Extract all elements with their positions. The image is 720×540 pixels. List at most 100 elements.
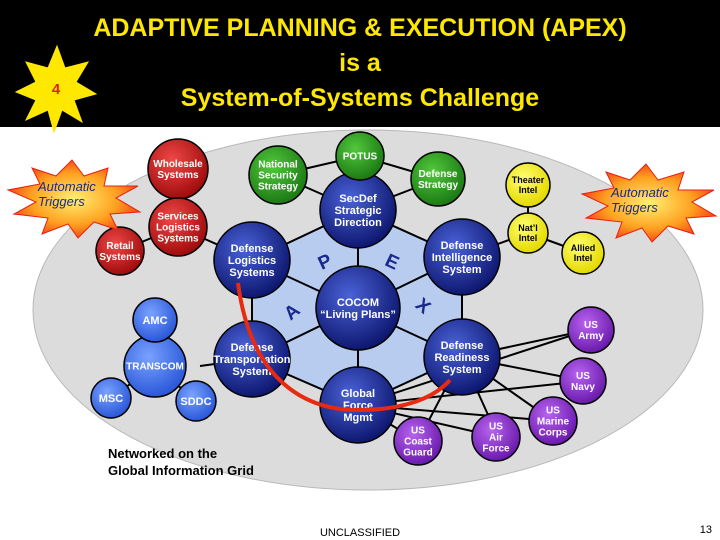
slide-title-line-3: System-of-Systems Challenge: [180, 84, 540, 112]
logistics-systems-node-label-3: Systems: [229, 267, 274, 279]
national-security-strategy-node-label-1: National: [258, 160, 298, 171]
us-army-node-circle: [567, 306, 615, 354]
readiness-system-node-label-2: Readiness: [434, 352, 489, 364]
cocom-living-plans-node-circle: [315, 265, 401, 351]
grid-caption-line-2: Global Information Grid: [108, 463, 254, 478]
readiness-system-node-circle: [423, 318, 501, 396]
msc-node-circle: [90, 377, 132, 419]
allied-intel-node-label-2: Intel: [574, 253, 593, 263]
theater-intel-node-label-1: Theater: [512, 175, 545, 185]
trigger-left-line-1: Automatic: [37, 179, 96, 194]
wholesale-systems-node-label-1: Wholesale: [153, 159, 203, 170]
us-coast-guard-node-label-2: Coast: [404, 437, 432, 448]
allied-intel-node-label-1: Allied: [571, 243, 596, 253]
services-logistics-node-circle: [148, 197, 208, 257]
allied-intel-node-circle: [561, 231, 605, 275]
us-marine-corps-node-circle: [528, 396, 578, 446]
national-security-strategy-node-label-3: Strategy: [258, 182, 298, 193]
potus-node-circle: [335, 131, 385, 181]
slide-title-line-1: ADAPTIVE PLANNING & EXECUTION (APEX): [93, 14, 627, 42]
potus-node-label-1: POTUS: [343, 152, 378, 163]
us-air-force-node-label-1: US: [489, 422, 503, 433]
grid-caption-line-1: Networked on the: [108, 446, 217, 461]
sddc-node-circle: [175, 380, 217, 422]
transportation-system-node-label-2: Transportation: [213, 354, 290, 366]
classification-label: UNCLASSIFIED: [319, 527, 401, 539]
amc-node: AMC: [132, 297, 178, 343]
cocom-living-plans-node: COCOM“Living Plans”: [315, 265, 401, 351]
natl-intel-node-label-1: Nat’l: [518, 223, 538, 233]
sddc-node: SDDC: [175, 380, 217, 422]
msc-node-label-1: MSC: [99, 393, 124, 405]
transportation-system-node-label-1: Defense: [231, 342, 274, 354]
us-navy-node-label-2: Navy: [571, 382, 595, 393]
logistics-systems-node-circle: [213, 221, 291, 299]
natl-intel-node-label-2: Intel: [519, 233, 538, 243]
intel-system-node-circle: [423, 218, 501, 296]
national-security-strategy-node-circle: [248, 145, 308, 205]
retail-systems-node-label-1: Retail: [106, 241, 133, 252]
us-navy-node-label-1: US: [576, 371, 590, 382]
transcom-node: TRANSCOM: [123, 334, 187, 398]
us-air-force-node-label-3: Force: [482, 444, 510, 455]
logistics-systems-node-label-1: Defense: [231, 243, 274, 255]
automatic-triggers-right: Automatic Triggers: [580, 163, 718, 243]
us-army-node-label-2: Army: [578, 331, 604, 342]
amc-node-label-1: AMC: [142, 315, 167, 327]
global-force-mgmt-node-label-1: Global: [341, 388, 375, 400]
trigger-right-line-2: Triggers: [611, 200, 658, 215]
theater-intel-node-label-2: Intel: [519, 185, 538, 195]
defense-strategy-node-circle: [410, 151, 466, 207]
readiness-system-node-label-1: Defense: [441, 340, 484, 352]
apex-diagram: A P E X SecDefStrategicDirectionDefenseI…: [6, 129, 718, 491]
sddc-node-label-1: SDDC: [180, 396, 211, 408]
us-marine-corps-node-label-1: US: [546, 406, 560, 417]
title-banner: ADAPTIVE PLANNING & EXECUTION (APEX) is …: [0, 0, 720, 134]
trigger-left-line-2: Triggers: [38, 194, 85, 209]
transportation-system-node-circle: [213, 320, 291, 398]
us-coast-guard-node-label-3: Guard: [403, 448, 432, 459]
logistics-systems-node-label-2: Logistics: [228, 255, 276, 267]
global-force-mgmt-node-label-3: Mgmt: [343, 412, 373, 424]
amc-node-circle: [132, 297, 178, 343]
intel-system-node-label-1: Defense: [441, 240, 484, 252]
intel-system-node-label-2: Intelligence: [432, 252, 493, 264]
logistics-readiness-arc: [236, 282, 452, 413]
secdef-node-label-1: SecDef: [339, 193, 377, 205]
intel-system-node-label-3: System: [442, 264, 481, 276]
secdef-node-label-3: Direction: [334, 217, 382, 229]
retail-systems-node-circle: [95, 226, 145, 276]
services-logistics-node-label-2: Logistics: [156, 223, 200, 234]
page-number: 13: [699, 524, 712, 536]
us-navy-node-circle: [559, 357, 607, 405]
slide-title-line-2: is a: [339, 49, 381, 77]
secdef-node-label-2: Strategic: [334, 205, 381, 217]
transportation-system-node-label-3: System: [232, 366, 271, 378]
transcom-node-label-1: TRANSCOM: [126, 362, 184, 373]
msc-node: MSC: [90, 377, 132, 419]
automatic-triggers-left: Automatic Triggers: [6, 159, 142, 239]
services-logistics-node-label-1: Services: [157, 212, 199, 223]
retail-systems-node-label-2: Systems: [99, 252, 141, 263]
us-coast-guard-node-label-1: US: [411, 426, 425, 437]
us-air-force-node-label-2: Air: [489, 433, 503, 444]
national-security-strategy-node-label-2: Security: [258, 171, 298, 182]
badge-number: 4: [52, 81, 61, 98]
us-army-node-label-1: US: [584, 320, 598, 331]
us-marine-corps-node-label-2: Marine: [537, 417, 570, 428]
theater-intel-node-circle: [505, 162, 551, 208]
readiness-system-node-label-3: System: [442, 364, 481, 376]
